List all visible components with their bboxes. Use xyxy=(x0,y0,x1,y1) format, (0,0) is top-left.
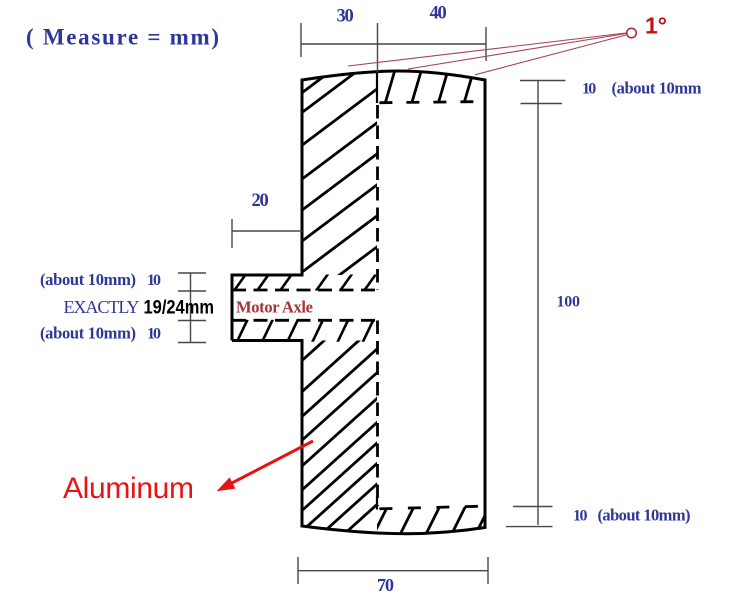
svg-text:1°: 1° xyxy=(645,13,667,39)
svg-text:100: 100 xyxy=(557,293,581,310)
svg-text:(about 10mm): (about 10mm) xyxy=(40,323,136,342)
svg-text:(about 10mm): (about 10mm) xyxy=(40,270,136,289)
svg-text:70: 70 xyxy=(377,575,394,595)
svg-text:10: 10 xyxy=(582,80,596,97)
svg-text:(about 10mm): (about 10mm) xyxy=(598,506,691,525)
svg-text:Aluminum: Aluminum xyxy=(63,472,194,505)
svg-text:30: 30 xyxy=(337,6,354,26)
svg-text:( Measure = mm): ( Measure = mm) xyxy=(26,25,219,50)
svg-text:EXACTLY: EXACTLY xyxy=(64,297,140,317)
svg-text:20: 20 xyxy=(252,191,269,211)
svg-text:(about 10mm: (about 10mm xyxy=(612,78,702,97)
svg-text:Motor Axle: Motor Axle xyxy=(236,298,313,317)
svg-text:19/24mm: 19/24mm xyxy=(144,298,215,319)
svg-text:10: 10 xyxy=(147,272,161,289)
svg-text:40: 40 xyxy=(430,4,447,24)
svg-text:10: 10 xyxy=(573,508,588,525)
svg-text:10: 10 xyxy=(147,325,161,342)
